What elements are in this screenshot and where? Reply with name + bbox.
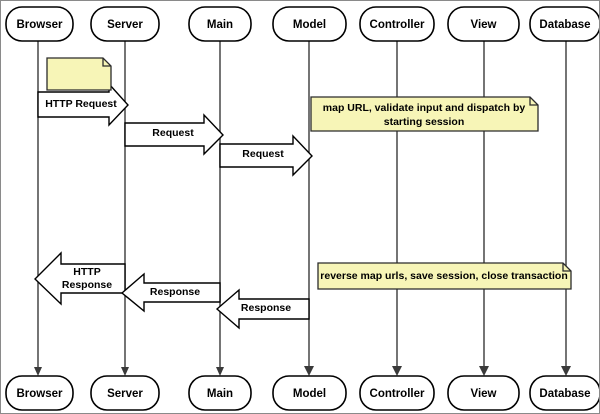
participant-label-database-top: Database — [539, 19, 590, 31]
participant-label-model-top: Model — [293, 19, 326, 31]
message-arrow-response-1 — [120, 272, 221, 313]
note-dispatch-shape — [310, 96, 539, 132]
participants-top: Browser Server Main Model Controller Vie… — [5, 6, 600, 42]
lifeline-arrowhead-browser — [34, 367, 42, 376]
note-dispatch-fold — [529, 97, 538, 106]
note-empty[interactable] — [46, 57, 112, 91]
participants-bottom: Browser Server Main Model Controller Vie… — [5, 375, 600, 411]
note-reverse[interactable]: reverse map urls, save session, close tr… — [317, 262, 572, 290]
participant-label-browser-top: Browser — [16, 19, 63, 31]
participant-server-bottom[interactable]: Server — [90, 375, 160, 411]
message-arrow-http-request — [37, 82, 129, 127]
message-label-response-1: Response — [150, 286, 200, 298]
lifeline-arrowhead-controller — [392, 366, 402, 376]
lifeline-end-arrowheads — [34, 366, 571, 376]
message-arrow-request-1 — [124, 113, 224, 156]
lifeline-arrowhead-main — [216, 367, 224, 376]
participant-label-view-top: View — [471, 19, 497, 31]
participant-label-server-top: Server — [107, 19, 143, 31]
message-http-request[interactable]: HTTP Request — [37, 82, 129, 127]
participant-database-top[interactable]: Database — [529, 6, 600, 42]
message-arrow-request-2 — [219, 134, 313, 177]
lifeline-lines — [37, 41, 567, 371]
participant-server-top[interactable]: Server — [90, 6, 160, 42]
message-label-request-2: Request — [242, 148, 284, 160]
note-reverse-shape — [317, 262, 572, 290]
message-arrow-response-2 — [215, 288, 310, 330]
participant-label-server-bottom: Server — [107, 388, 143, 400]
participant-label-view-bottom: View — [471, 388, 497, 400]
participant-label-browser-bottom: Browser — [16, 388, 63, 400]
note-dispatch-line-2: starting session — [384, 116, 465, 128]
note-empty-fold — [102, 58, 111, 67]
message-request-2[interactable]: Request — [219, 134, 313, 177]
message-arrow-http-response — [34, 251, 126, 306]
participant-label-controller-bottom: Controller — [370, 388, 425, 400]
message-label-request-1: Request — [152, 127, 194, 139]
participant-main-top[interactable]: Main — [188, 6, 252, 42]
lifeline-arrowhead-model — [304, 366, 314, 376]
participant-label-main-bottom: Main — [207, 388, 233, 400]
message-response-2[interactable]: Response — [215, 288, 310, 330]
participant-browser-top[interactable]: Browser — [5, 6, 74, 42]
lifeline-arrowhead-view — [479, 366, 489, 376]
participant-view-top[interactable]: View — [447, 6, 520, 42]
participant-model-bottom[interactable]: Model — [272, 375, 347, 411]
note-reverse-line-1: reverse map urls, save session, close tr… — [320, 270, 567, 282]
participant-label-database-bottom: Database — [539, 388, 590, 400]
participant-view-bottom[interactable]: View — [447, 375, 520, 411]
note-dispatch[interactable]: map URL, validate input and dispatch by … — [310, 96, 539, 132]
participant-browser-bottom[interactable]: Browser — [5, 375, 74, 411]
message-request-1[interactable]: Request — [124, 113, 224, 156]
message-http-response[interactable]: HTTP Response — [34, 251, 126, 306]
participant-main-bottom[interactable]: Main — [188, 375, 252, 411]
note-reverse-fold — [562, 263, 571, 272]
participant-controller-top[interactable]: Controller — [359, 6, 435, 42]
participant-label-main-top: Main — [207, 19, 233, 31]
participant-model-top[interactable]: Model — [272, 6, 347, 42]
participant-controller-bottom[interactable]: Controller — [359, 375, 435, 411]
note-dispatch-line-1: map URL, validate input and dispatch by — [323, 102, 526, 114]
message-response-1[interactable]: Response — [120, 272, 221, 313]
participant-database-bottom[interactable]: Database — [529, 375, 600, 411]
lifeline-arrowhead-server — [121, 367, 129, 376]
participant-label-controller-top: Controller — [370, 19, 425, 31]
message-label-http-response-line1: HTTP — [73, 266, 100, 278]
message-label-http-request: HTTP Request — [45, 98, 117, 110]
participant-label-model-bottom: Model — [293, 388, 326, 400]
lifeline-arrowhead-database — [561, 366, 571, 376]
note-empty-shape — [46, 57, 112, 91]
message-label-response-2: Response — [241, 302, 291, 314]
message-label-http-response-line2: Response — [62, 279, 112, 291]
